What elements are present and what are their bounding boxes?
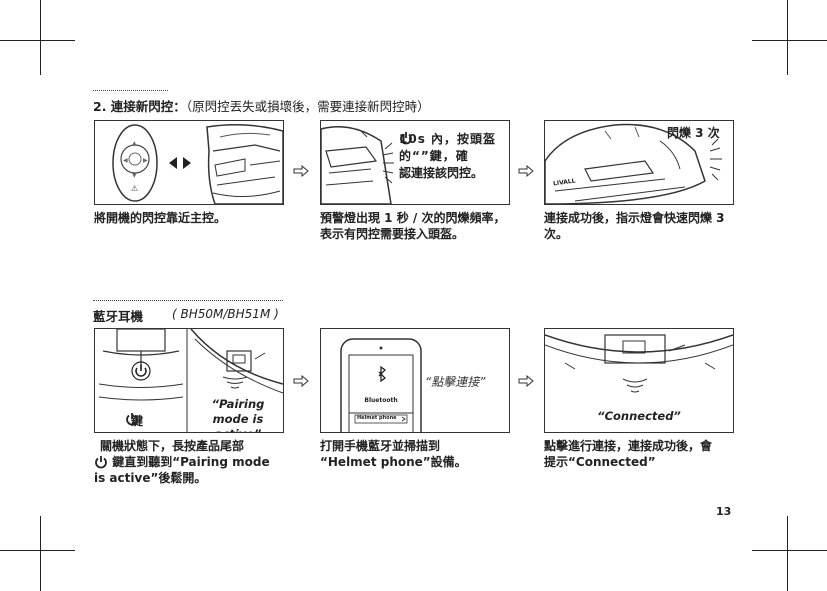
key-label: 鍵 — [125, 412, 143, 429]
caption-step6: 點擊進行連接，連接成功後，會 提示“Connected” — [544, 438, 739, 470]
section-rule — [93, 300, 283, 301]
tap-to-connect-label: “點擊連接” — [425, 375, 486, 389]
press-key-instruction: 10s 內，按頭盔 的“”鍵，確 認連接該閃控。 — [399, 131, 507, 182]
section-rule — [93, 90, 168, 91]
headset-power-drawing — [95, 329, 283, 432]
caption-step4: 關機狀態下，長按產品尾部 鍵直到聽到“Pairing mode is activ… — [94, 438, 289, 486]
phone-drawing — [340, 338, 422, 432]
illustration-phone-bluetooth: Bluetooth Helmet phone “點擊連接” — [320, 328, 510, 433]
crop-mark — [752, 550, 827, 551]
phone-screen-title: Bluetooth — [364, 397, 398, 404]
caption-step4-line3: is active”後鬆開。 — [94, 471, 207, 485]
arrow-right-icon — [518, 375, 534, 387]
svg-text:▼: ▼ — [132, 172, 137, 179]
arrow-right-icon — [293, 375, 309, 387]
caption-step4-line1: 關機狀態下，長按產品尾部 — [100, 439, 245, 453]
caption-step6-line1: 點擊進行連接，連接成功後，會 — [544, 439, 713, 453]
instruction-line-2: 的“”鍵，確 — [399, 132, 507, 165]
crop-mark — [40, 0, 41, 75]
svg-text:◀: ◀ — [123, 157, 128, 164]
section-note: （原閃控丟失或損壞後，需要連接新閃控時） — [185, 99, 430, 114]
power-icon — [126, 413, 138, 426]
caption-step2: 預警燈出現 1 秒 / 次的閃爍頻率，表示有閃控需要接入頭盔。 — [320, 211, 506, 241]
svg-text:▶: ▶ — [143, 157, 148, 164]
section-title-bt-headset: 藍牙耳機 — [93, 309, 144, 324]
illustration-headset-connected: “Connected” — [544, 328, 734, 433]
caption-step5-line1: 打開手機藍牙並掃描到 — [320, 439, 441, 453]
headset-connected-drawing — [545, 334, 733, 393]
model-subtitle: ( BH50M/BH51M ) — [172, 307, 279, 321]
instruction-line-3: 認連接該閃控。 — [399, 166, 484, 180]
illustration-helmet-flashing: LIVALL 閃爍 3 次 — [544, 120, 734, 205]
instruction-line-2b: ”鍵，確 — [420, 149, 469, 163]
caption-step5: 打開手機藍牙並掃描到 “Helmet phone”設備。 — [320, 438, 515, 470]
section-title-text: 2. 連接新閃控： — [93, 99, 186, 114]
helmet-flashing-drawing — [545, 123, 722, 204]
phone-device-item: Helmet phone — [357, 415, 397, 421]
crop-mark — [787, 0, 788, 75]
flash-3-times-label: 閃爍 3 次 — [667, 126, 720, 140]
instruction-line-1: 10s 內，按頭盔 — [399, 132, 497, 146]
caption-step3: 連接成功後，指示燈會快速閃爍 3 次。 — [544, 211, 725, 241]
crop-mark — [0, 40, 75, 41]
pairing-mode-prompt: “Pairing mode is active” — [211, 397, 265, 432]
power-icon — [95, 456, 107, 469]
crop-mark — [787, 516, 788, 591]
instruction-line-2a: 的“ — [399, 149, 421, 163]
arrow-right-icon — [518, 165, 534, 177]
caption-step1: 將開機的閃控靠近主控。 — [94, 211, 227, 225]
caption-step4-line2: 鍵直到聽到“Pairing mode — [94, 454, 289, 470]
power-icon — [400, 132, 412, 145]
illustration-helmet-warning: 10s 內，按頭盔 的“”鍵，確 認連接該閃控。 — [320, 120, 510, 205]
crop-mark — [40, 516, 41, 591]
svg-text:▲: ▲ — [132, 140, 137, 147]
caption-step4-line2-text: 鍵直到聽到“Pairing mode — [112, 455, 270, 469]
section-title-new-remote: 2. 連接新閃控：（原閃控丟失或損壞後，需要連接新閃控時） — [93, 96, 430, 115]
page-number: 13 — [716, 505, 732, 518]
svg-text:⚠: ⚠ — [131, 184, 138, 193]
illustration-headset-power: 鍵 “Pairing mode is active” — [94, 328, 284, 433]
arrow-right-icon — [293, 165, 309, 177]
crop-mark — [0, 550, 75, 551]
remote-helmet-drawing: ▲ ▼ ◀ ▶ ⚠ — [112, 124, 283, 204]
crop-mark — [752, 40, 827, 41]
caption-step6-line2: 提示“Connected” — [544, 455, 656, 469]
connected-prompt: “Connected” — [597, 409, 681, 423]
caption-step5-line2: “Helmet phone”設備。 — [320, 455, 467, 469]
helmet-warning-drawing — [321, 126, 394, 204]
illustration-remote-near-helmet: ▲ ▼ ◀ ▶ ⚠ — [94, 120, 284, 205]
